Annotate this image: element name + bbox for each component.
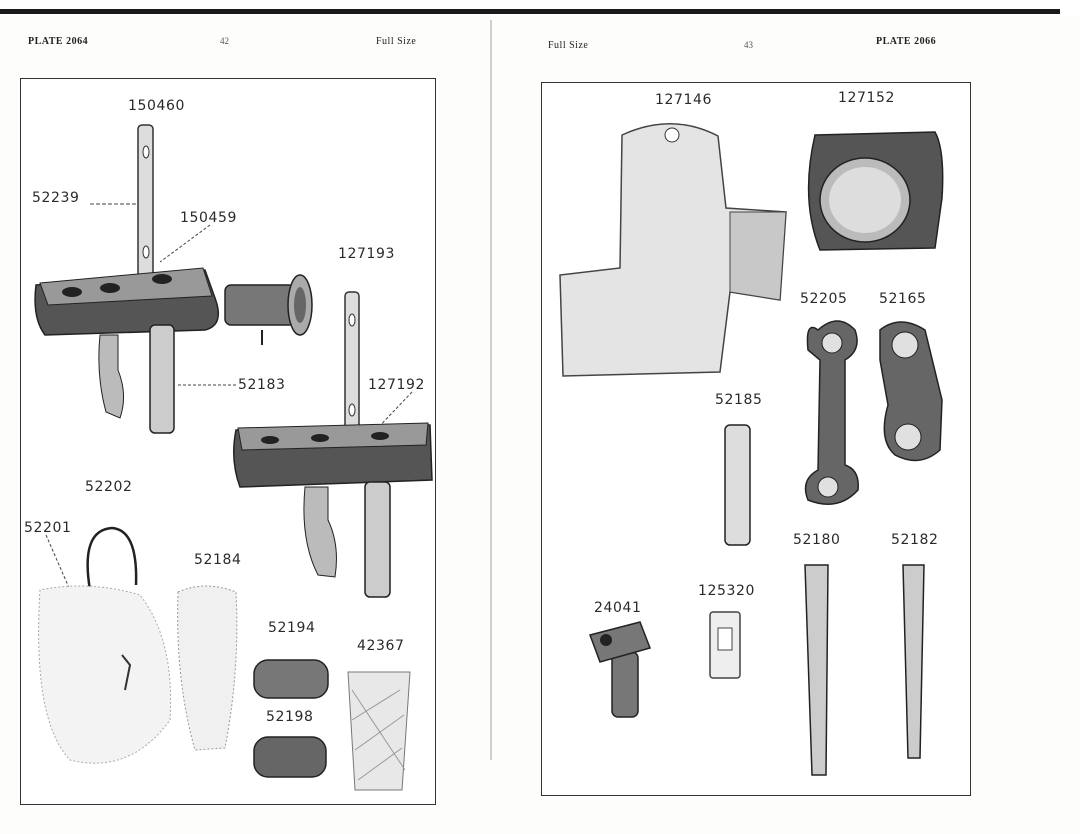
scan-edge	[0, 0, 1080, 16]
size-note-left: Full Size	[376, 36, 417, 47]
part-label: 52194	[268, 620, 316, 636]
part-label: 52184	[194, 552, 242, 568]
page-number-right: 43	[744, 40, 753, 50]
page-number-left: 42	[220, 36, 229, 46]
part-label: 52239	[32, 190, 80, 206]
plate-label-right: PLATE 2066	[876, 36, 937, 47]
part-label: 127146	[655, 92, 713, 108]
part-label: 52202	[85, 479, 133, 495]
part-label: 52205	[800, 291, 848, 307]
part-label: 52201	[24, 520, 72, 536]
part-label: 150460	[128, 98, 186, 114]
part-label: 42367	[357, 638, 405, 654]
part-label: 125320	[698, 583, 756, 599]
part-label: 52182	[891, 532, 939, 548]
part-label: 127192	[368, 377, 426, 393]
part-label: 52198	[266, 709, 314, 725]
part-label: 150459	[180, 210, 238, 226]
size-note-right: Full Size	[548, 40, 589, 51]
part-label: 52165	[879, 291, 927, 307]
plate-label-left: PLATE 2064	[28, 36, 89, 47]
part-label: 127193	[338, 246, 396, 262]
part-label: 24041	[594, 600, 642, 616]
part-label: 52183	[238, 377, 286, 393]
part-label: 52185	[715, 392, 763, 408]
part-label: 127152	[838, 90, 896, 106]
part-label: 52180	[793, 532, 841, 548]
book-gutter	[490, 20, 492, 760]
